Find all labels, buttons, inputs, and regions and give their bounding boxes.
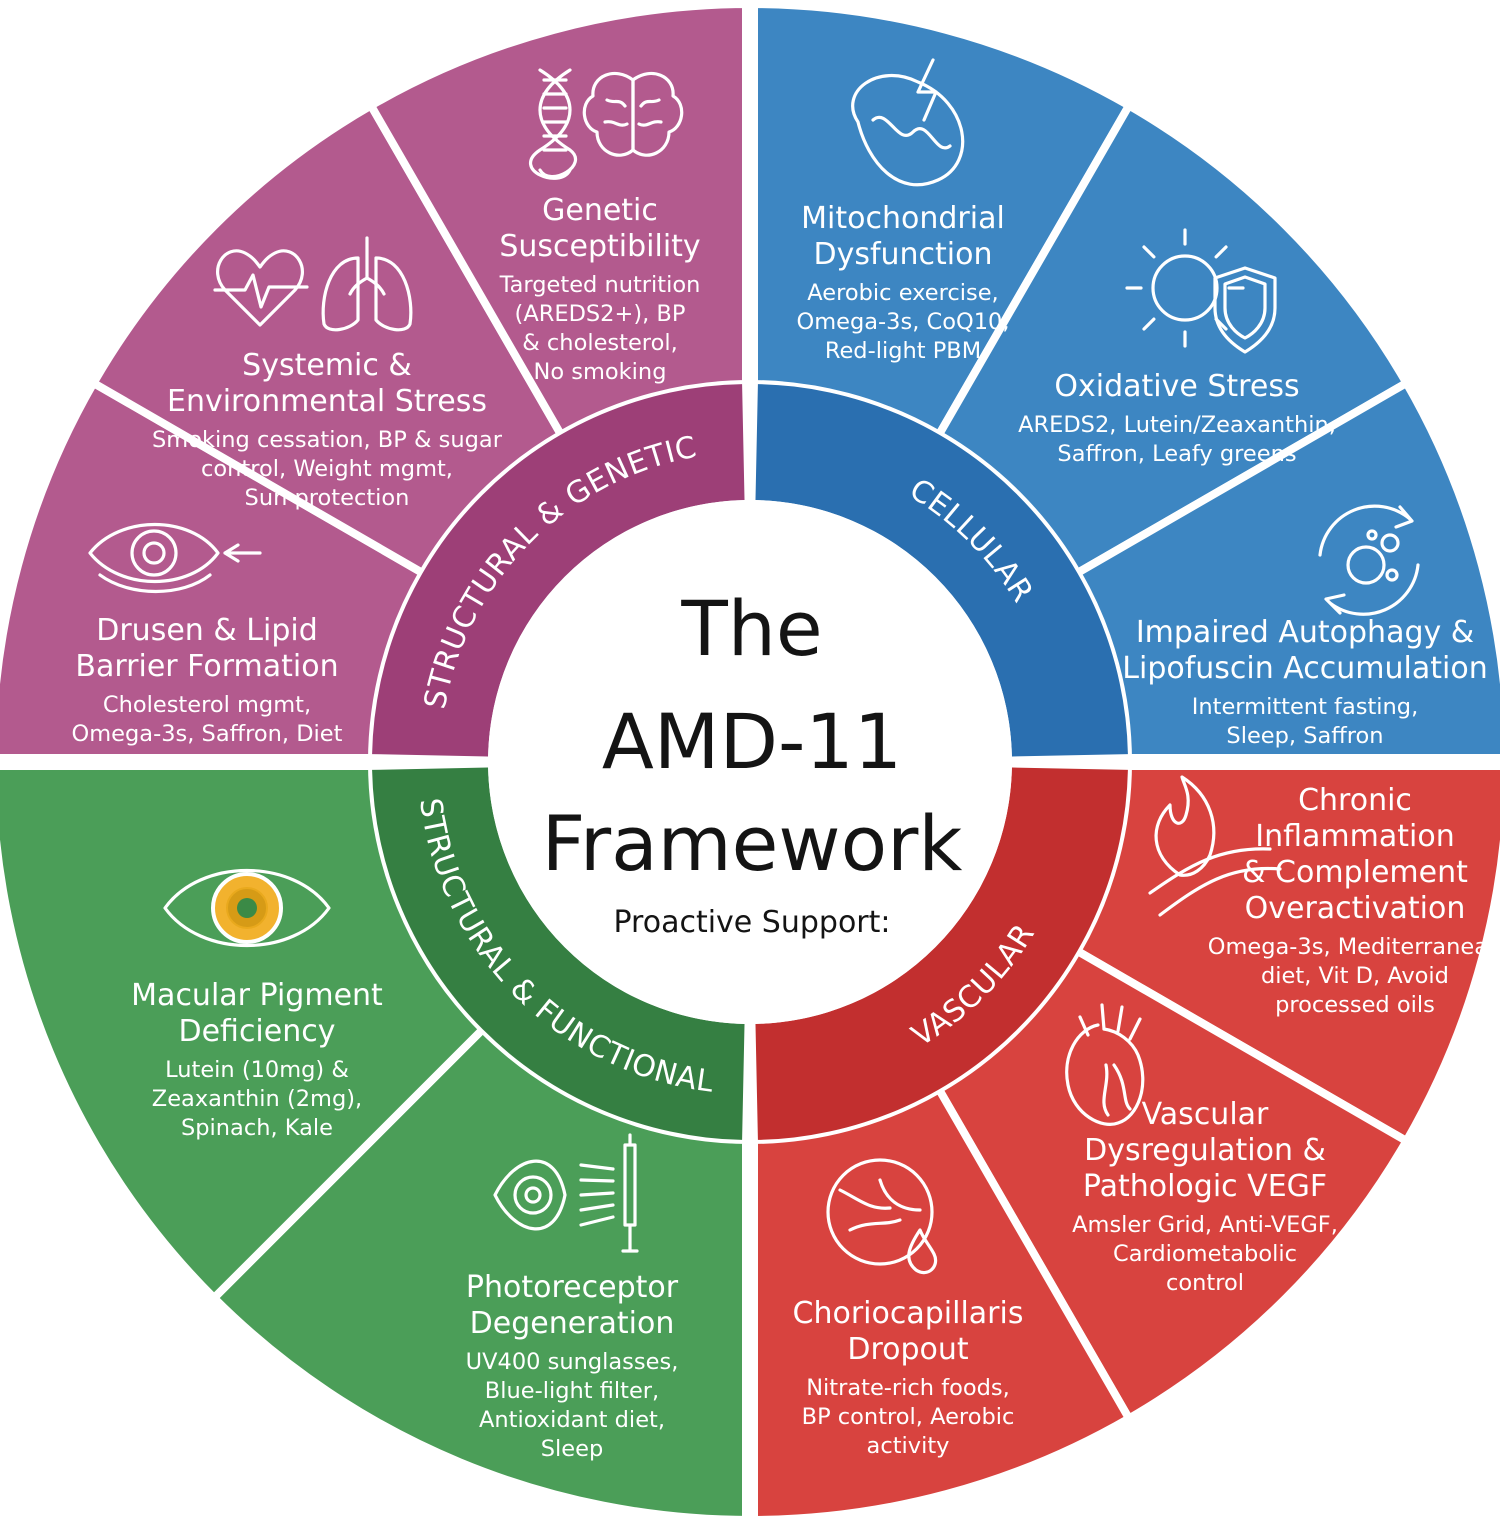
segment-body: processed oils	[1275, 992, 1435, 1018]
framework-subtitle: Proactive Support:	[613, 905, 890, 940]
segment-body: Sun protection	[245, 485, 410, 511]
segment-title: Mitochondrial	[801, 201, 1005, 236]
center-circle: The AMD-11 Framework Proactive Support:	[488, 500, 1012, 1024]
segment-body: BP control, Aerobic	[802, 1404, 1015, 1430]
heart-pulse-icon	[213, 249, 309, 327]
ring-arc-structural-functional	[372, 767, 745, 1140]
framework-title-line-2: AMD-11	[602, 697, 902, 786]
segment-body: Antioxidant diet,	[479, 1407, 665, 1433]
eye-macula-icon	[163, 869, 331, 947]
segment-body: AREDS2, Lutein/Zeaxanthin,	[1018, 412, 1336, 438]
segment-title: Environmental Stress	[167, 384, 487, 419]
segment-body: Aerobic exercise,	[807, 280, 998, 306]
dna-icon	[529, 68, 578, 180]
segment-body: & cholesterol,	[522, 330, 678, 356]
segment-title: Susceptibility	[499, 229, 700, 264]
segment-body: diet, Vit D, Avoid	[1261, 963, 1449, 989]
eye-drop-icon	[826, 1158, 938, 1275]
segment-title: Systemic &	[242, 348, 412, 383]
mitochondria-icon	[851, 58, 965, 187]
segment-body: Omega-3s, Mediterranean	[1208, 934, 1500, 960]
segment-body: Sleep, Saffron	[1226, 723, 1383, 749]
segment-body: control	[1166, 1270, 1244, 1296]
segment-body: Nitrate-rich foods,	[806, 1375, 1010, 1401]
segment-body: Spinach, Kale	[181, 1115, 333, 1141]
segment-title: Drusen & Lipid	[96, 613, 317, 648]
segment-title: Deficiency	[178, 1014, 335, 1049]
flame-vessel-icon	[1148, 775, 1282, 917]
center-disc	[488, 500, 1012, 1024]
anatomical-heart-icon	[1065, 1003, 1145, 1126]
framework-title-line-3: Framework	[542, 799, 963, 888]
segment-title: Photoreceptor	[466, 1270, 679, 1305]
segment-body: Smoking cessation, BP & sugar	[152, 427, 503, 453]
segment-title: Choriocapillaris	[793, 1296, 1024, 1331]
ring-arc-vascular	[755, 767, 1128, 1140]
sun-shield-icon	[1125, 228, 1277, 354]
ring-arc-structural-genetic	[372, 384, 745, 757]
segment-body: Red-light PBM	[825, 338, 981, 364]
segment-title: Overactivation	[1245, 891, 1466, 926]
segment-title: & Complement	[1242, 855, 1468, 890]
ring-arc-cellular	[755, 384, 1128, 757]
segment-title: Pathologic VEGF	[1083, 1169, 1327, 1204]
segment-body: Saffron, Leafy greens	[1057, 441, 1296, 467]
segment-title: Inflammation	[1255, 819, 1454, 854]
segment-body: Zeaxanthin (2mg),	[152, 1086, 362, 1112]
recycle-cell-icon	[1318, 504, 1420, 616]
segment-title: Impaired Autophagy &	[1136, 615, 1474, 650]
segment-title: Genetic	[542, 193, 658, 228]
segment-title: Vascular	[1142, 1097, 1269, 1132]
segment-title: Chronic	[1298, 783, 1412, 818]
segment-title: Degeneration	[470, 1306, 675, 1341]
segment-body: (AREDS2+), BP	[515, 301, 686, 327]
segment-body: UV400 sunglasses,	[466, 1349, 679, 1375]
segment-title: Barrier Formation	[75, 649, 338, 684]
segment-body: Lutein (10mg) &	[165, 1057, 349, 1083]
segment-body: No smoking	[534, 359, 667, 385]
segment-body: Omega-3s, CoQ10,	[797, 309, 1010, 335]
segment-body: activity	[867, 1433, 950, 1459]
lungs-icon	[321, 236, 413, 332]
segment-title: Macular Pigment	[131, 978, 383, 1013]
segment-icons	[88, 58, 1420, 1275]
segment-body: Sleep	[541, 1436, 604, 1462]
segment-title: Dysregulation &	[1084, 1133, 1326, 1168]
segment-title: Dropout	[847, 1332, 969, 1367]
eye-light-icon	[493, 1133, 639, 1253]
framework-title-line-1: The	[680, 584, 822, 673]
segment-title: Dysfunction	[813, 237, 992, 272]
segment-body: Amsler Grid, Anti-VEGF,	[1072, 1212, 1338, 1238]
segment-body: Targeted nutrition	[499, 272, 701, 298]
segment-title: Lipofuscin Accumulation	[1122, 651, 1487, 686]
segment-body: control, Weight mgmt,	[201, 456, 453, 482]
brain-icon	[582, 71, 684, 157]
segment-title: Oxidative Stress	[1054, 369, 1299, 404]
segment-body: Cardiometabolic	[1113, 1241, 1297, 1267]
segment-body: Omega-3s, Saffron, Diet	[72, 721, 343, 747]
eye-drusen-icon	[88, 523, 262, 594]
segment-body: Intermittent fasting,	[1192, 694, 1419, 720]
segment-body: Cholesterol mgmt,	[103, 692, 311, 718]
segment-body: Blue-light filter,	[485, 1378, 659, 1404]
segment-text-recycle-cell: Impaired Autophagy &Lipofuscin Accumulat…	[1122, 615, 1487, 749]
